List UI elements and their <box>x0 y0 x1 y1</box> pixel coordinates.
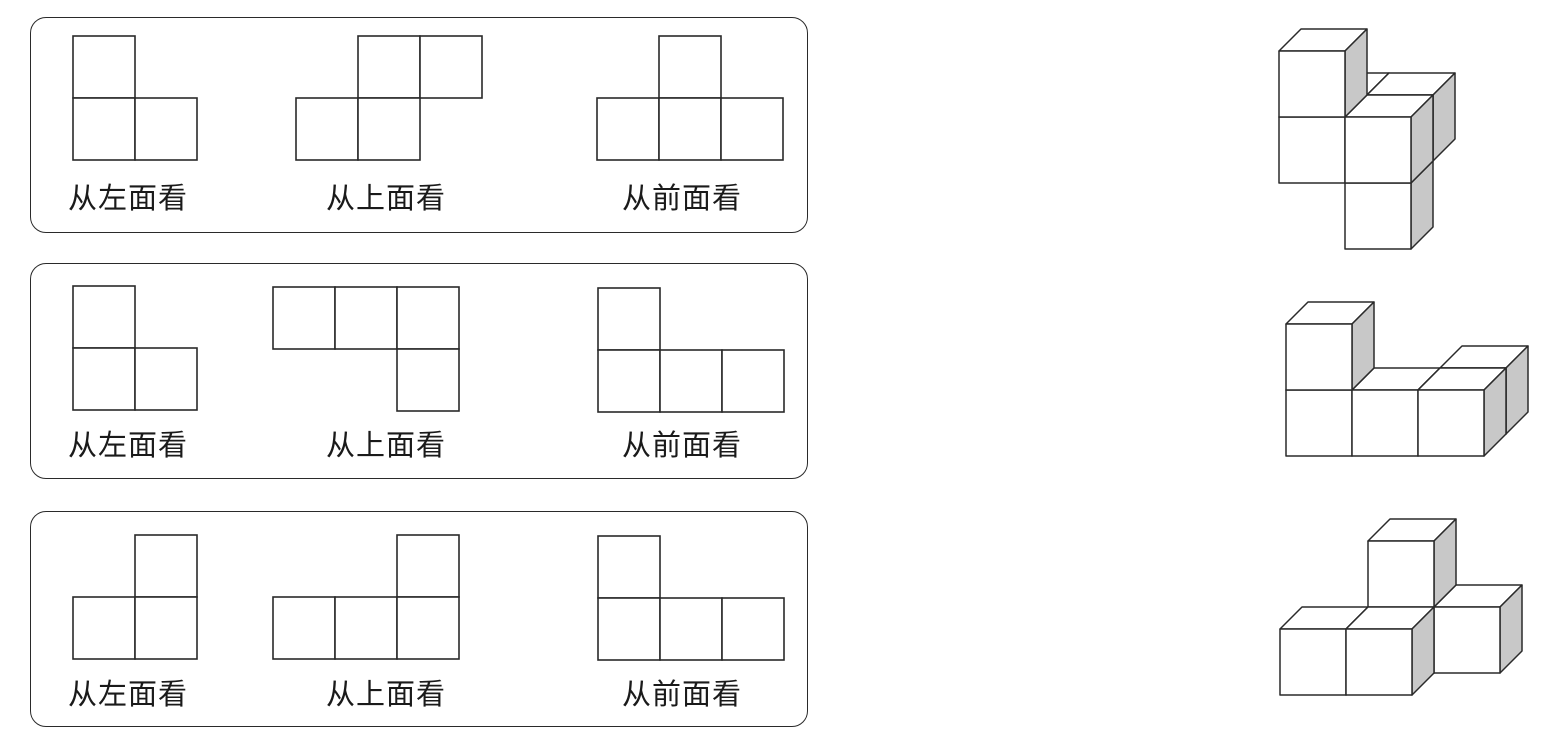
front-view-square <box>658 97 722 161</box>
front-view-square <box>597 597 661 661</box>
front-view-square <box>659 349 723 413</box>
label-front-view: 从前面看 <box>622 428 743 462</box>
top-view-square <box>396 534 460 598</box>
views-panel-3 <box>30 511 808 727</box>
cube-front-face <box>1345 628 1413 696</box>
front-view-square <box>659 597 723 661</box>
cube-front-face <box>1351 389 1419 457</box>
left-view-square <box>134 596 198 660</box>
left-view-square <box>134 97 198 161</box>
views-drawing <box>72 35 785 661</box>
top-view-square <box>334 286 398 350</box>
views-panel-1 <box>30 17 808 233</box>
top-view-square <box>295 97 359 161</box>
label-left-view: 从左面看 <box>68 181 189 215</box>
label-left-view: 从左面看 <box>68 677 189 711</box>
cube-front-face <box>1433 606 1501 674</box>
top-view-square <box>334 596 398 660</box>
left-view-square <box>72 35 136 99</box>
label-top-view: 从上面看 <box>326 677 447 711</box>
cube-solid-3 <box>1279 518 1523 696</box>
front-view-square <box>597 349 661 413</box>
cube-front-face <box>1278 116 1346 184</box>
front-view-square <box>597 535 661 599</box>
front-view-square <box>721 349 785 413</box>
cube-front-face <box>1367 540 1435 608</box>
label-front-view: 从前面看 <box>622 181 743 215</box>
left-view-square <box>72 596 136 660</box>
top-view-square <box>419 35 483 99</box>
cube-front-face <box>1344 182 1412 250</box>
left-view-square <box>134 534 198 598</box>
top-view-square <box>396 286 460 350</box>
front-view-square <box>658 35 722 99</box>
cube-front-face <box>1285 323 1353 391</box>
top-view-square <box>396 596 460 660</box>
top-view-square <box>272 596 336 660</box>
left-view-square <box>72 285 136 349</box>
cube-solid-2 <box>1285 301 1529 457</box>
cube-front-face <box>1278 50 1346 118</box>
cube-solid-1 <box>1278 28 1456 250</box>
left-view-square <box>134 347 198 411</box>
top-view-square <box>357 35 421 99</box>
left-view-square <box>72 97 136 161</box>
front-view-square <box>597 287 661 351</box>
label-front-view: 从前面看 <box>622 677 743 711</box>
cube-front-face <box>1344 116 1412 184</box>
left-view-square <box>72 347 136 411</box>
top-view-square <box>396 348 460 412</box>
cube-front-face <box>1417 389 1485 457</box>
cube-front-face <box>1279 628 1347 696</box>
cube-front-face <box>1285 389 1353 457</box>
label-top-view: 从上面看 <box>326 428 447 462</box>
front-view-square <box>596 97 660 161</box>
label-left-view: 从左面看 <box>68 428 189 462</box>
top-view-square <box>357 97 421 161</box>
front-view-square <box>721 597 785 661</box>
top-view-square <box>272 286 336 350</box>
front-view-square <box>720 97 784 161</box>
label-top-view: 从上面看 <box>326 181 447 215</box>
views-panel-2 <box>30 263 808 479</box>
cube-solids-drawing <box>1278 28 1529 696</box>
